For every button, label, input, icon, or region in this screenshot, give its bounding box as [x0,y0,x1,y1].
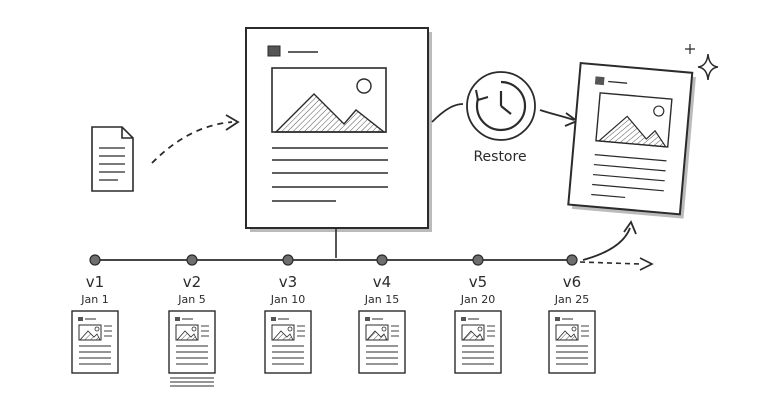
version-thumbnail [168,310,216,374]
version-thumbnail [71,310,119,374]
version-thumbnails [71,310,596,387]
version-label: v3 [278,273,298,291]
restored-document-icon [567,61,696,219]
version-date: Jan 1 [81,293,109,306]
timeline-dot [376,254,388,266]
version-label: v6 [562,273,582,291]
timeline-dot [566,254,578,266]
version-date: Jan 15 [364,293,400,306]
dashed-arrow-to-document [151,114,240,164]
timeline [96,220,654,271]
timeline-dot [282,254,294,266]
version-thumbnail [548,310,596,374]
version-thumbnail [358,310,406,374]
arrow-to-restore [431,103,464,123]
version-label: v4 [372,273,392,291]
version-date: Jan 10 [270,293,306,306]
timeline-dot [89,254,101,266]
sparkle-icon [685,44,719,81]
timeline-dot [472,254,484,266]
version-label: v2 [182,273,202,291]
image-placeholder-icon [271,67,387,133]
version-thumbnail [454,310,502,374]
restore-label: Restore [473,149,527,165]
version-label: v5 [468,273,488,291]
version-label: v1 [85,273,105,291]
version-date: Jan 25 [554,293,590,306]
current-document-icon [245,27,432,258]
version-node-v1: v1 Jan 1 [55,273,135,307]
version-node-v4: v4 Jan 15 [342,273,422,307]
clock-history-icon [466,71,536,141]
arrow-to-restored-document [539,109,579,127]
source-file-icon [91,126,134,192]
version-node-v6: v6 Jan 25 [532,273,612,307]
timeline-dot [186,254,198,266]
version-node-v2: v2 Jan 5 [152,273,232,307]
version-node-v3: v3 Jan 10 [248,273,328,307]
version-thumbnail [264,310,312,374]
version-date: Jan 20 [460,293,496,306]
timeline-nodes [89,254,578,266]
version-date: Jan 5 [178,293,206,306]
version-node-v5: v5 Jan 20 [438,273,518,307]
